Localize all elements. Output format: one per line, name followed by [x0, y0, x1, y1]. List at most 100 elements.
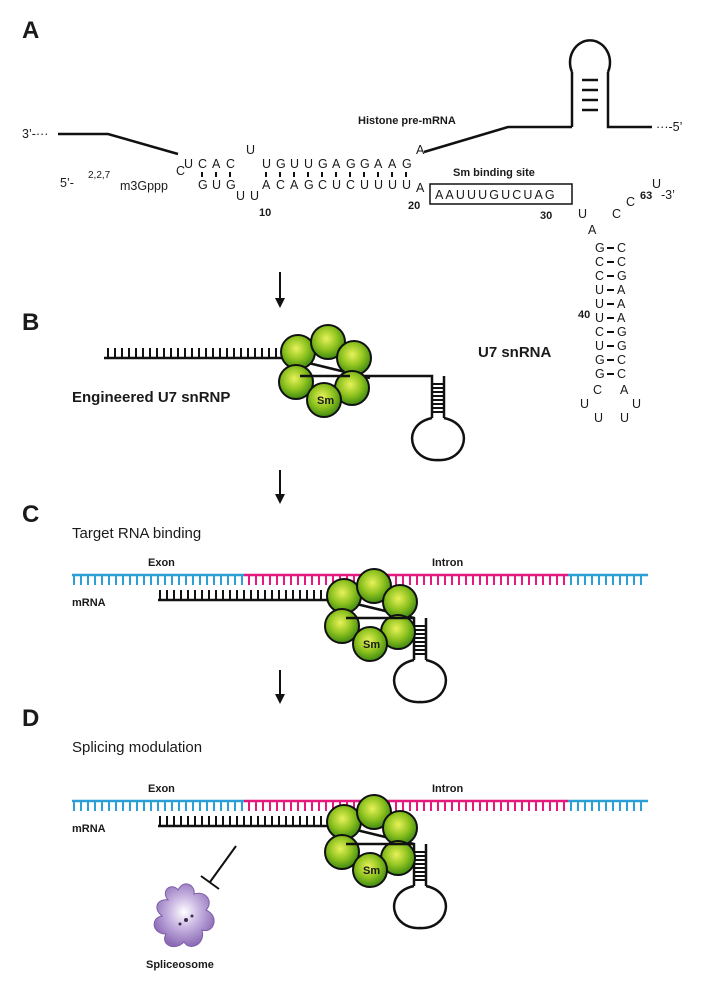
panel-d: D Splicing modulation Exon Intron mRNA S… — [22, 705, 648, 971]
nt-stem-right: A — [617, 297, 626, 311]
sm-binding-site-label: Sm binding site — [453, 167, 535, 179]
hairpin-loop-d — [392, 884, 448, 930]
nt-bottom: U — [402, 178, 411, 192]
spliceosome-icon — [153, 883, 215, 947]
nt-stem-right: G — [617, 339, 627, 353]
mrna-label-c: mRNA — [72, 597, 106, 609]
nt-bottom: U — [374, 178, 383, 192]
nt-hairpin: U — [578, 207, 587, 221]
panel-c: C Target RNA binding Exon Intron mRNA Sm — [22, 501, 648, 704]
antisense-bases — [107, 348, 284, 358]
u7-3prime-end: -3’ — [661, 188, 675, 202]
intron-label-c: Intron — [432, 557, 463, 569]
nt-top: C — [198, 157, 207, 171]
splicing-modulation-title: Splicing modulation — [72, 739, 202, 756]
nt-bottom: U — [250, 189, 259, 203]
nt-top: U — [184, 157, 193, 171]
nt-top: G — [402, 157, 412, 171]
hairpin-pairs-c — [414, 625, 426, 655]
nt-stem-left: G — [595, 353, 605, 367]
antisense-bases-d — [159, 816, 336, 826]
position-63: 63 — [640, 190, 652, 202]
nt-hairpin: U — [652, 177, 661, 191]
sm-label-d: Sm — [363, 865, 380, 877]
cap-superscript: 2,2,7 — [88, 170, 111, 181]
exon-label-d: Exon — [148, 783, 175, 795]
spliceosome-label: Spliceosome — [146, 959, 214, 971]
histone-3prime-end: 3’-··· — [22, 127, 48, 141]
base-pair-ticks — [201, 172, 407, 177]
nt-bottom: U — [360, 178, 369, 192]
target-rna-binding-title: Target RNA binding — [72, 525, 201, 542]
nt-stem-left: U — [595, 297, 604, 311]
histone-stem-loop-right — [606, 72, 652, 129]
nt-stem-left: C — [595, 255, 604, 269]
nt-bottom: U — [212, 178, 221, 192]
histone-sequence: U C A C U U G U U G A G G A A G A — [184, 143, 425, 171]
exon-label-c: Exon — [148, 557, 175, 569]
antisense-bases-c — [159, 590, 336, 600]
sm-label-c: Sm — [363, 639, 380, 651]
nt-loop: U — [580, 397, 589, 411]
nt-bottom: C — [176, 164, 185, 178]
mrna-bases-d — [73, 801, 642, 811]
nt-bottom: A — [290, 178, 299, 192]
panel-letter-a: A — [22, 17, 39, 44]
nt-top: G — [318, 157, 328, 171]
nt-bottom: A — [262, 178, 271, 192]
nt-top: C — [226, 157, 235, 171]
nt-top: A — [374, 157, 383, 171]
hairpin-loop — [410, 416, 466, 462]
nt-bottom: C — [346, 178, 355, 192]
nt-bottom: U — [236, 189, 245, 203]
nt-stem-left: G — [595, 241, 605, 255]
nt-top: A — [388, 157, 397, 171]
histone-stem-pairs — [582, 78, 598, 112]
nt-stem-right: C — [617, 353, 626, 367]
nt-bottom: G — [304, 178, 314, 192]
nt-stem-right: C — [617, 241, 626, 255]
position-30: 30 — [540, 210, 552, 222]
sm-ring-icon — [278, 324, 372, 418]
down-arrow-icon — [275, 470, 285, 504]
panel-letter-c: C — [22, 501, 39, 528]
sm-label-b: Sm — [317, 395, 334, 407]
nt-loop: U — [632, 397, 641, 411]
nt-top: A — [212, 157, 221, 171]
panel-letter-b: B — [22, 309, 39, 336]
position-10: 10 — [259, 207, 271, 219]
intron-label-d: Intron — [432, 783, 463, 795]
sm-binding-site-sequence: AAUUUGUCUAG — [435, 188, 557, 202]
hairpin-loop-c — [392, 658, 448, 704]
sm-ring-icon — [324, 568, 418, 662]
panel-letter-d: D — [22, 705, 39, 732]
panel-a: A 3’-··· ···-5’ Histone pre-mRNA U C A C… — [22, 17, 682, 425]
stem-pair-ticks — [607, 247, 614, 375]
panel-b: B Sm Engineered U7 snRNP — [22, 309, 466, 462]
nt-loop: C — [593, 383, 602, 397]
nt-stem-left: C — [595, 269, 604, 283]
nt-stem-left: U — [595, 283, 604, 297]
position-40: 40 — [578, 309, 590, 321]
nt-bottom: G — [226, 178, 236, 192]
u7-5prime-end: 5’- — [60, 176, 74, 190]
nt-stem-right: G — [617, 325, 627, 339]
nt-top: U — [246, 143, 255, 157]
nt-top: G — [360, 157, 370, 171]
nt-loop: U — [594, 411, 603, 425]
mrna-bases-c — [73, 575, 642, 585]
nt-top: G — [346, 157, 356, 171]
nt-stem-right: C — [617, 255, 626, 269]
histone-hairpin-loop — [568, 39, 612, 73]
nt-top: A — [416, 143, 425, 157]
nt-stem-right: G — [617, 269, 627, 283]
nt-bottom: G — [198, 178, 208, 192]
nt-loop: A — [620, 383, 629, 397]
down-arrow-icon — [275, 272, 285, 308]
u7-sequence: C G U G U U A C A G C U C U U U U A — [176, 164, 425, 203]
nt-top: U — [290, 157, 299, 171]
engineered-u7-snrnp-label: Engineered U7 snRNP — [72, 389, 230, 406]
histone-pre-mrna-strand-right — [423, 125, 572, 154]
hairpin-pairs — [432, 383, 444, 413]
